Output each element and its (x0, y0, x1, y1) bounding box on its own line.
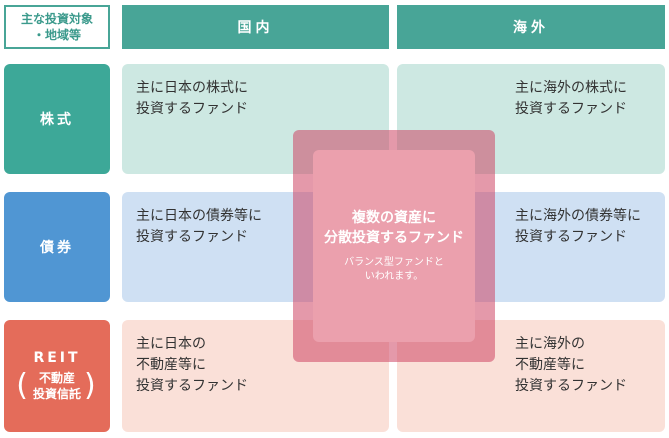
cell-line: 投資するファンド (136, 101, 248, 117)
cell-line: 主に海外の (515, 336, 585, 352)
row-header-reit-title: REIT (33, 350, 81, 366)
balanced-fund-title-line-2: 分散投資するファンド (324, 230, 464, 246)
cell-overseas-stock: 主に海外の株式に 投資するファンド (397, 64, 665, 174)
column-header-overseas-label: 海外 (513, 20, 549, 36)
corner-header-line-1: 主な投資対象 (20, 12, 93, 26)
row-header-stock-label: 株式 (40, 112, 74, 128)
cell-line: 投資するファンド (136, 378, 248, 394)
open-paren: ( (16, 368, 30, 403)
cell-line: 投資するファンド (136, 229, 248, 245)
cell-line: 投資するファンド (515, 101, 627, 117)
row-header-reit-sub-line-1: 不動産 (38, 371, 75, 385)
cell-line: 主に日本の (136, 336, 206, 352)
row-header-reit: REIT ( 不動産 投資信託 ) (4, 320, 110, 432)
balanced-fund-note-line-2: いわれます。 (364, 271, 424, 282)
cell-line: 主に海外の株式に (515, 80, 627, 96)
row-header-bond: 債券 (4, 192, 110, 302)
cell-domestic-stock: 主に日本の株式に 投資するファンド (122, 64, 389, 174)
corner-header-line-2: ・地域等 (32, 28, 81, 42)
row-header-bond-label: 債券 (40, 240, 74, 256)
cell-line: 不動産等に (136, 357, 206, 373)
row-header-reit-sub-line-2: 投資信託 (32, 387, 81, 401)
balanced-fund-box: 複数の資産に 分散投資するファンド バランス型ファンドと いわれます。 (313, 150, 475, 342)
column-header-domestic-label: 国内 (237, 20, 274, 36)
balanced-fund-title-line-1: 複数の資産に (352, 210, 436, 226)
cell-line: 投資するファンド (515, 378, 627, 394)
balanced-fund-note-line-1: バランス型ファンドと (344, 257, 444, 268)
close-paren: ) (84, 368, 98, 403)
row-header-reit-subtitle: ( 不動産 投資信託 ) (16, 370, 97, 402)
row-header-stock: 株式 (4, 64, 110, 174)
cell-line: 主に日本の株式に (136, 80, 248, 96)
cell-line: 不動産等に (515, 357, 585, 373)
cell-line: 投資するファンド (515, 229, 627, 245)
cell-line: 主に海外の債券等に (515, 208, 641, 224)
row-header-reit-sub-text: 不動産 投資信託 (33, 370, 81, 402)
column-header-domestic: 国内 (122, 5, 389, 49)
balanced-fund-note: バランス型ファンドと いわれます。 (344, 256, 444, 284)
column-header-overseas: 海外 (397, 5, 665, 49)
corner-header: 主な投資対象 ・地域等 (4, 5, 110, 49)
cell-line: 主に日本の債券等に (136, 208, 262, 224)
